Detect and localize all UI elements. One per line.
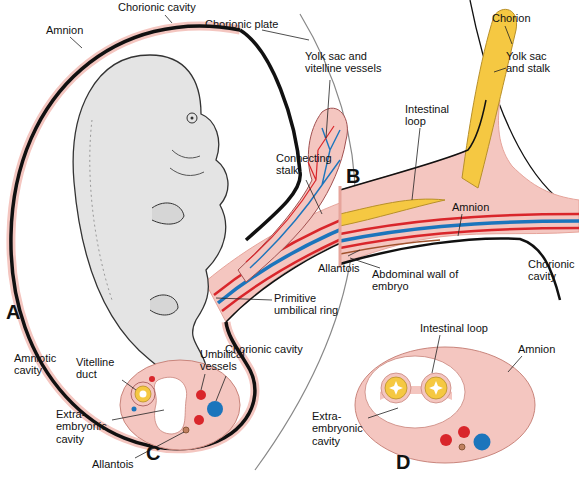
embryo-eye bbox=[191, 117, 194, 120]
leader-line bbox=[432, 335, 440, 373]
limb-bud bbox=[150, 295, 178, 315]
part-label: Abdominal wall of embryo bbox=[372, 268, 462, 293]
panel-letter: A bbox=[6, 302, 20, 322]
part-label: Vitelline duct bbox=[76, 356, 130, 381]
part-label: Yolk sac and vitelline vessels bbox=[305, 50, 395, 75]
part-label: Amnion bbox=[46, 24, 83, 36]
intestinal-loop bbox=[381, 373, 411, 403]
part-label: Umbilical vessels bbox=[200, 348, 260, 373]
intestinal-loop bbox=[385, 377, 407, 399]
umbilical-artery bbox=[458, 426, 470, 438]
part-label: Amnion bbox=[518, 343, 555, 355]
extra-embryonic-cavity bbox=[365, 356, 465, 428]
part-label: Amniotic cavity bbox=[14, 352, 72, 377]
vitelline-vessels bbox=[250, 128, 340, 268]
yolk-sac bbox=[462, 9, 517, 188]
leader-line bbox=[508, 356, 522, 372]
part-label: Extra-embryonic cavity bbox=[56, 408, 118, 445]
leader-line bbox=[458, 214, 462, 236]
vitelline-vein bbox=[132, 407, 137, 412]
panel-letter: D bbox=[396, 452, 410, 472]
panel-letter: B bbox=[346, 166, 360, 186]
leader-line bbox=[262, 30, 309, 40]
amnion bbox=[240, 30, 300, 240]
umbilical-vein bbox=[474, 434, 491, 451]
leader-line bbox=[201, 374, 205, 390]
umbilical-artery bbox=[194, 415, 204, 425]
leader-line bbox=[368, 408, 398, 418]
cord-section bbox=[355, 347, 535, 463]
gut-lumen bbox=[429, 381, 443, 395]
vitelline-duct-lumen bbox=[140, 391, 147, 398]
part-label: Allantois bbox=[318, 262, 360, 274]
part-label: Chorionic cavity bbox=[118, 1, 196, 13]
intestinal-loop bbox=[340, 199, 445, 226]
umbilical-vein bbox=[207, 401, 223, 417]
vitelline-artery bbox=[149, 376, 155, 382]
leader-lines bbox=[70, 15, 522, 458]
umbilical-artery bbox=[440, 434, 452, 446]
part-label: Extra-embryonic cavity bbox=[312, 410, 374, 447]
leader-line bbox=[494, 68, 506, 72]
part-label: Allantois bbox=[92, 458, 134, 470]
part-label: Chorionic plate bbox=[205, 18, 278, 30]
part-label: Intestinal loop bbox=[405, 103, 463, 128]
panel-letter: C bbox=[146, 443, 160, 463]
part-label: Amnion bbox=[452, 201, 489, 213]
part-label: Yolk sac and stalk bbox=[506, 50, 562, 75]
leader-line bbox=[216, 298, 272, 300]
leader-line bbox=[216, 376, 226, 401]
leader-line bbox=[306, 180, 322, 214]
umbilical-artery bbox=[196, 390, 206, 400]
leader-line bbox=[70, 37, 82, 48]
vitelline-duct bbox=[131, 382, 155, 406]
amnion bbox=[340, 238, 560, 300]
leader-line bbox=[122, 380, 136, 390]
vitelline-vessels bbox=[246, 126, 334, 262]
leader-line bbox=[326, 80, 330, 138]
part-label: Chorionic cavity bbox=[528, 258, 579, 283]
extra-embryonic-cavity bbox=[154, 377, 186, 434]
intestinal-loop bbox=[425, 377, 447, 399]
intestinal-loop bbox=[421, 373, 451, 403]
part-label: Connecting stalk bbox=[276, 152, 340, 177]
embryo bbox=[73, 55, 228, 379]
embryo-eye bbox=[187, 113, 197, 123]
limb-bud bbox=[152, 203, 184, 224]
leader-line bbox=[165, 15, 172, 23]
allantois bbox=[459, 444, 465, 450]
part-label: Chorion bbox=[492, 12, 531, 24]
leader-line bbox=[348, 250, 360, 256]
part-label: Intestinal loop bbox=[420, 322, 488, 334]
leader-line bbox=[412, 128, 420, 200]
pharyngeal-arch bbox=[170, 150, 204, 175]
gut-lumen bbox=[389, 381, 403, 395]
umbilical-artery bbox=[340, 228, 579, 248]
leader-line bbox=[505, 26, 512, 44]
leader-line bbox=[112, 410, 164, 420]
abdominal-wall bbox=[339, 186, 342, 268]
vitelline-duct bbox=[135, 386, 151, 402]
part-label: Primitive umbilical ring bbox=[274, 292, 354, 317]
amnion bbox=[340, 100, 486, 190]
cord-section bbox=[120, 360, 240, 450]
somites bbox=[90, 120, 112, 300]
